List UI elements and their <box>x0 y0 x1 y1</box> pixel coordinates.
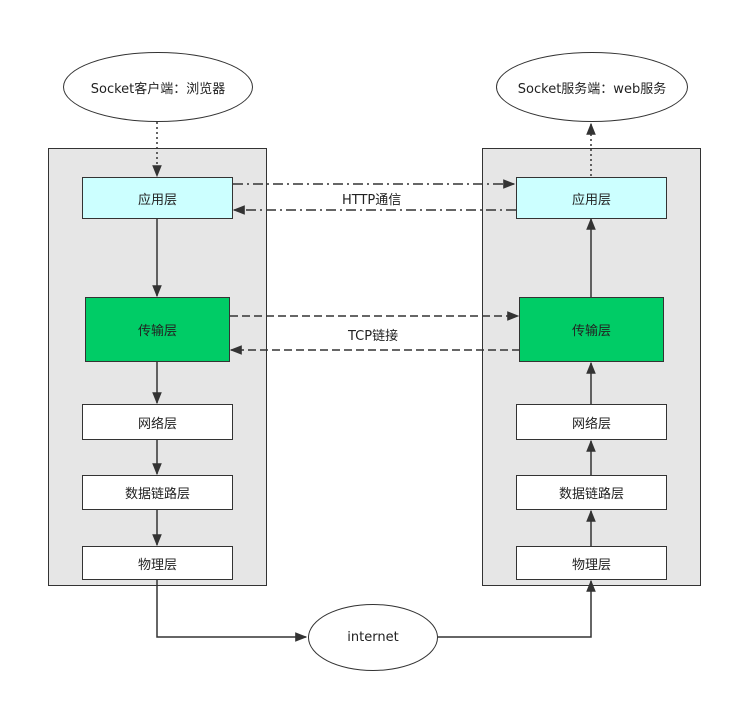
server-transport-layer: 传输层 <box>519 297 664 362</box>
client-application-layer: 应用层 <box>82 177 233 219</box>
server-application-layer: 应用层 <box>516 177 667 219</box>
internet-to-server-arrow <box>438 579 596 638</box>
tcp-link-label: TCP链接 <box>346 325 401 344</box>
server-title-ellipse: Socket服务端：web服务 <box>496 52 688 122</box>
client-datalink-layer: 数据链路层 <box>82 475 233 510</box>
server-datalink-layer: 数据链路层 <box>516 475 667 510</box>
client-physical-layer: 物理层 <box>82 546 233 580</box>
client-network-layer: 网络层 <box>82 404 233 440</box>
server-network-layer: 网络层 <box>516 404 667 440</box>
client-transport-layer: 传输层 <box>85 297 230 362</box>
client-to-internet-arrow <box>156 579 308 642</box>
internet-ellipse: internet <box>308 604 438 671</box>
http-link-label: HTTP通信 <box>340 189 404 208</box>
client-title-ellipse: Socket客户端：浏览器 <box>63 52 253 122</box>
server-physical-layer: 物理层 <box>516 546 667 580</box>
